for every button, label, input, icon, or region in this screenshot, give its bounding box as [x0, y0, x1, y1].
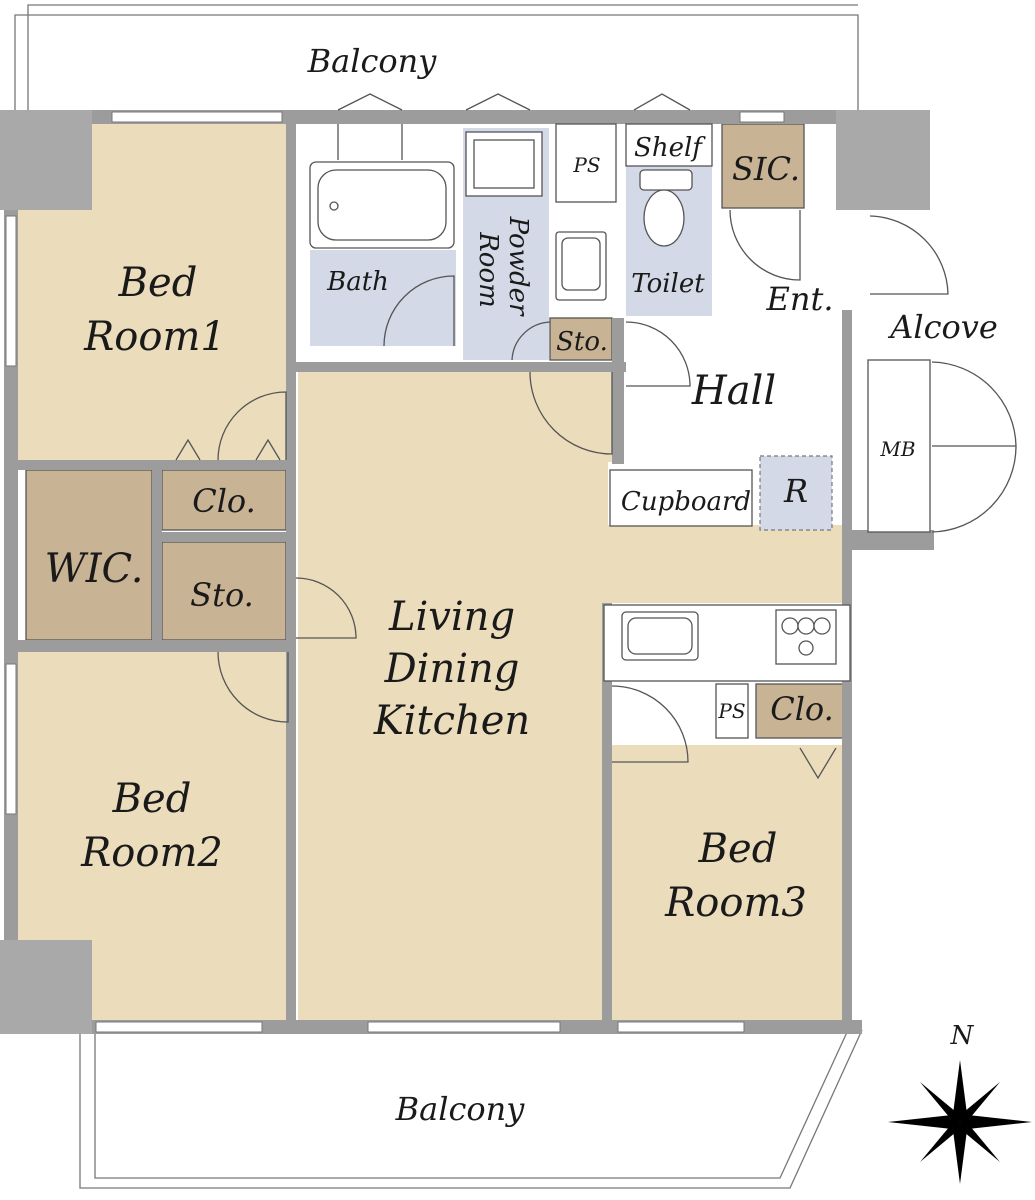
label-powder-line2: Room	[473, 231, 503, 308]
balcony-north-outline	[14, 4, 859, 110]
column-sw	[0, 940, 92, 1034]
label-entrance: Ent.	[766, 280, 834, 318]
stove-burner-mid-icon	[797, 617, 815, 635]
label-bedroom3-line2: Room3	[664, 880, 807, 926]
shelf-box	[625, 123, 713, 167]
label-toilet: Toilet	[631, 269, 705, 299]
label-sto-bed2: Sto.	[190, 576, 254, 614]
sic-floor	[721, 123, 805, 209]
label-bedroom2-line2: Room2	[80, 830, 223, 876]
bedroom1-floor	[18, 122, 290, 460]
label-sic: SIC.	[732, 150, 800, 188]
stove-burner-left-icon	[781, 617, 799, 635]
refrigerator-space	[759, 455, 833, 531]
label-ldk-line1: Living	[388, 594, 515, 640]
label-sto-powder: Sto.	[556, 327, 608, 357]
ldk-floor	[298, 372, 852, 1020]
label-refrigerator: R	[783, 472, 808, 510]
label-cupboard: Cupboard	[621, 487, 751, 517]
label-powder-line1: Powder	[503, 216, 533, 317]
label-compass-north: N	[950, 1021, 975, 1051]
label-bath: Bath	[326, 267, 389, 297]
label-clo-bed3: Clo.	[770, 690, 834, 728]
wic-floor	[25, 469, 153, 641]
bedroom3-floor	[612, 745, 852, 1020]
label-balcony-north: Balcony	[307, 42, 438, 80]
column-nw	[0, 110, 92, 210]
column-ne	[836, 110, 930, 210]
label-alcove: Alcove	[887, 308, 998, 346]
toilet-bowl-icon	[643, 189, 685, 247]
stove-burner-right-icon	[813, 617, 831, 635]
label-ldk-line3: Kitchen	[373, 698, 530, 744]
door-swings	[175, 93, 1017, 780]
stove-burner-bottom-icon	[798, 640, 814, 656]
bathtub-inner	[317, 169, 447, 241]
hall-floor	[622, 322, 844, 462]
label-clo-bed1: Clo.	[192, 482, 256, 520]
powder-sink-inner	[561, 237, 601, 291]
windows	[5, 111, 785, 1033]
label-bedroom3-line1: Bed	[698, 826, 778, 872]
label-mb: MB	[879, 437, 915, 461]
mb-box	[867, 359, 931, 533]
label-hall: Hall	[691, 368, 776, 414]
balcony-south-outline	[79, 1025, 863, 1189]
shower-tray-inner	[473, 139, 535, 189]
ps-kitchen-box	[715, 683, 749, 739]
label-wic: WIC.	[45, 546, 144, 592]
label-shelf: Shelf	[634, 133, 706, 163]
label-ldk-line2: Dining	[384, 646, 520, 692]
toilet-tank	[639, 169, 693, 191]
kitchen-sink-inner	[627, 617, 693, 655]
label-bedroom1-line1: Bed	[118, 260, 198, 306]
label-ps-kitchen: PS	[717, 699, 745, 723]
compass-rose-icon	[888, 1060, 1032, 1184]
ps-top-box	[555, 123, 617, 203]
bath-floor	[310, 250, 456, 346]
cupboard-unit	[609, 469, 753, 527]
label-bedroom1-line2: Room1	[83, 314, 226, 360]
label-balcony-south: Balcony	[395, 1090, 526, 1128]
bath-drain-icon	[329, 201, 339, 211]
label-ps-top: PS	[572, 153, 600, 177]
bedroom2-floor	[18, 652, 290, 1020]
label-bedroom2-line1: Bed	[112, 776, 192, 822]
